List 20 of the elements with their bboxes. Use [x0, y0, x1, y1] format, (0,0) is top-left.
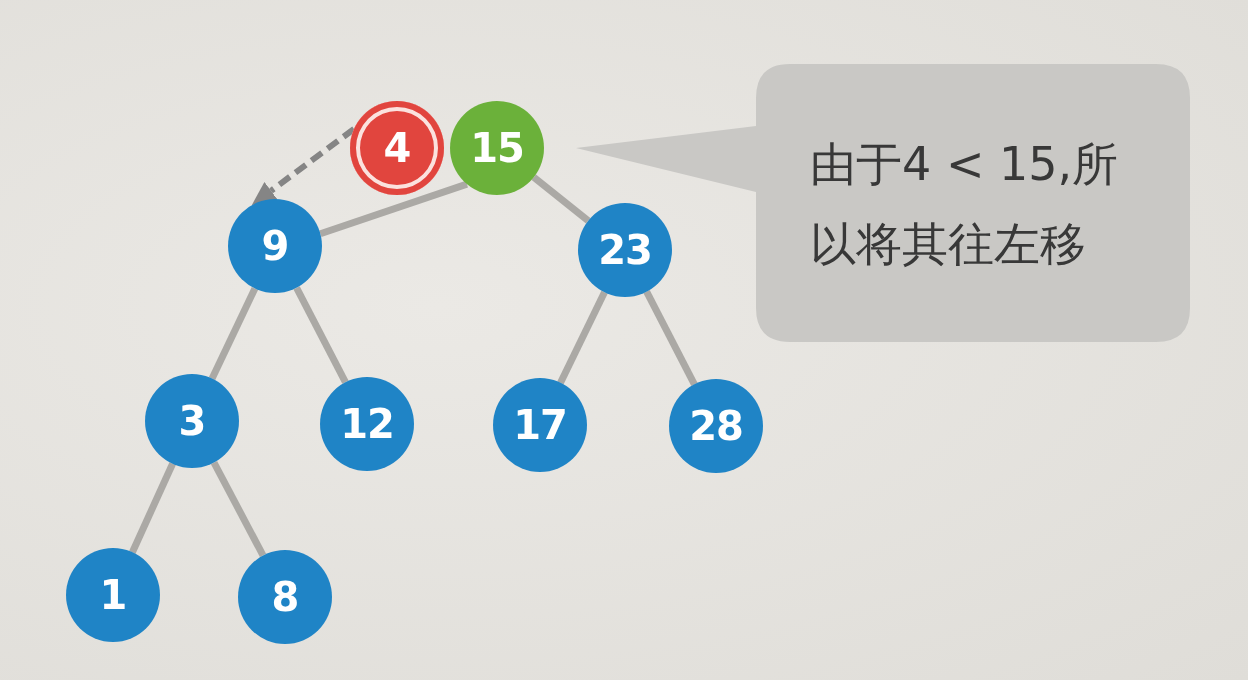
connector-line: [531, 174, 591, 224]
connector-line: [210, 460, 267, 558]
connector-line: [293, 286, 349, 384]
node-value: 28: [689, 406, 743, 446]
connector-line: [208, 287, 259, 380]
node-value: 12: [340, 404, 394, 444]
node-value: 1: [99, 575, 127, 615]
node-value: 17: [513, 405, 567, 445]
dashed-arrow: [251, 126, 356, 206]
bubble-text: 由于4 < 15,所以将其往左移: [810, 136, 1120, 273]
connector-line: [129, 462, 176, 554]
node-value: 3: [178, 401, 206, 441]
node-value: 15: [470, 128, 524, 168]
node-value: 9: [261, 226, 289, 266]
connector-line: [319, 180, 468, 237]
connector-line: [643, 290, 698, 386]
node-value: 8: [271, 577, 299, 617]
node-value: 23: [598, 230, 652, 270]
node-value: 4: [383, 128, 411, 168]
connector-line: [557, 290, 608, 385]
